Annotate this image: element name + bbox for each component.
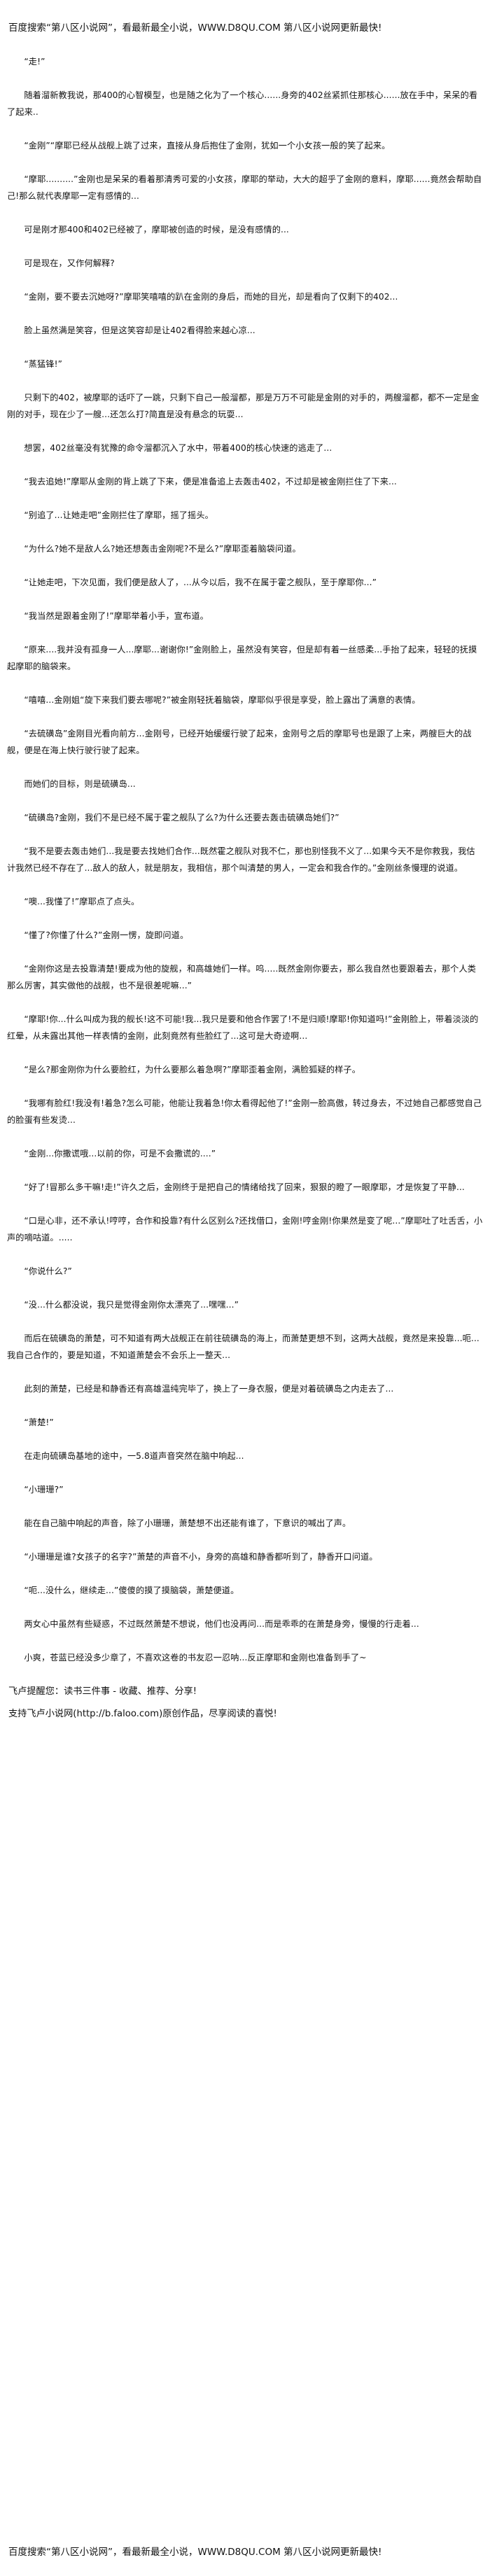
paragraph: 可是现在，又作何解释? — [24, 258, 115, 268]
footer-block: 飞卢提醒您：读书三件事 - 收藏、推荐、分享! 支持飞卢小说网(http://b… — [7, 1684, 483, 1722]
paragraph: “金刚，要不要去沉她呀?”摩耶笑嘻嘻的趴在金刚的身后，而她的目光，却是看向了仅剩… — [24, 292, 398, 302]
paragraph: “硫磺岛?金刚，我们不是已经不属于霍之舰队了么?为什么还要去轰击硫磺岛她们?” — [24, 813, 340, 822]
paragraph: “小珊珊是谁?女孩子的名字?”萧楚的声音不小，身旁的高雄和静香都听到了，静香开口… — [24, 1552, 378, 1562]
paragraph: “摩耶!你...什么叫成为我的舰长!这不可能!我...我只是要和他合作罢了!不是… — [7, 1014, 479, 1041]
paragraph: “金刚”“摩耶已经从战舰上跳了过来，直接从身后抱住了金刚，犹如一个小女孩一般的笑… — [24, 141, 391, 150]
paragraph: “去硫磺岛”金刚目光看向前方...金刚号，已经开始缓缓行驶了起来，金刚号之后的摩… — [7, 729, 472, 755]
paragraph: 脸上虽然满是笑容，但是这笑容却是让402看得脸来越心凉... — [24, 326, 255, 335]
paragraph: “蒸猛锋!” — [24, 359, 63, 369]
paragraph: 只剩下的402，被摩耶的话吓了一跳，只剩下自己一般溜都，那是万万不可能是金刚的对… — [7, 393, 479, 419]
paragraph: “没...什么都没说，我只是觉得金刚你太漂亮了...嘿嘿...” — [24, 1300, 239, 1310]
paragraph: “原来....我并没有孤身一人...摩耶...谢谢你!”金刚脸上，虽然没有笑容，… — [7, 645, 477, 671]
paragraph: “呃...没什么，继续走...”傻傻的摸了摸脑袋，萧楚便道。 — [24, 1586, 239, 1595]
paragraph: 想罢，402丝毫没有犹豫的命令溜都沉入了水中，带着400的核心快速的逃走了... — [24, 443, 332, 453]
paragraph: “萧楚!” — [24, 1418, 54, 1427]
paragraph: 而她们的目标，则是硫磺岛... — [24, 779, 136, 789]
paragraph: “小珊珊?” — [24, 1485, 64, 1494]
paragraph: “让她走吧，下次见面，我们便是敌人了，...从今以后，我不在属于霍之舰队，至于摩… — [24, 578, 377, 587]
paragraph: “噢...我懂了!”摩耶点了点头。 — [24, 897, 140, 906]
paragraph: 而后在硫磺岛的萧楚，可不知道有两大战舰正在前往硫磺岛的海上，而萧楚更想不到，这两… — [7, 1334, 479, 1360]
paragraph: 此刻的萧楚，已经是和静香还有高雄温纯完毕了，换上了一身衣服，便是对着硫磺岛之内走… — [24, 1384, 394, 1394]
paragraph: “是么?那金刚你为什么要脸红，为什么要那么着急啊?”摩耶歪着金刚，满脸狐疑的样子… — [24, 1065, 360, 1074]
paragraph: 可是刚才那400和402已经被了，摩耶被创造的时候，是没有感情的... — [24, 225, 289, 234]
header-ad-text: 百度搜索“第八区小说网”，看最新最全小说，WWW.D8QU.COM 第八区小说网… — [8, 22, 382, 34]
paragraph: “好了!冒那么多干嘛!走!”许久之后，金刚终于是把自己的情绪给找了回来，狠狠的瞪… — [24, 1182, 465, 1192]
paragraph: 在走向硫磺岛基地的途中，一5.8道声音突然在脑中响起... — [24, 1451, 244, 1461]
paragraph: “金刚...你撒谎哦...以前的你，可是不会撒谎的....” — [24, 1149, 216, 1158]
paragraph: “我不是要去轰击她们...我是要去找她们合作...既然霍之舰队对我不仁，那也别怪… — [7, 846, 475, 873]
paragraph: “摩耶..........”金刚也是呆呆的看着那清秀可爱的小女孩，摩耶的举动，大… — [7, 174, 482, 201]
paragraph: “口是心非，还不承认!哼哼，合作和投靠?有什么区别么?还找借口，金刚!哼金刚!你… — [7, 1216, 483, 1242]
paragraph: “懂了?你懂了什么?”金刚一愣，旋即问道。 — [24, 930, 189, 940]
paragraph: “金刚你这是去投靠清楚!要成为他的旋舰，和高雄她们一样。呜.....既然金刚你要… — [7, 964, 477, 990]
paragraph: “嘻嘻...金刚姐“旋下来我们要去哪呢?”被金刚轻抚着脑袋，摩耶似乎很是享受，脸… — [24, 695, 421, 705]
footer-ad-text: 百度搜索“第八区小说网”，看最新最全小说，WWW.D8QU.COM 第八区小说网… — [8, 2547, 382, 2558]
paragraph: 随着溜新教我说，那400的心智模型，也是随之化为了一个核心......身旁的40… — [7, 90, 478, 117]
paragraph: 能在自己脑中响起的声音，除了小珊珊，萧楚想不出还能有谁了，下意识的喊出了声。 — [24, 1518, 351, 1528]
chapter-content: “走!” 随着溜新教我说，那400的心智模型，也是随之化为了一个核心......身… — [7, 53, 483, 1666]
paragraph: “别追了...让她走吧”金刚拦住了摩耶，摇了摇头。 — [24, 510, 214, 520]
paragraph: “我哪有脸红!我没有!着急?怎么可能，他能让我着急!你太看得起他了!”金刚一脸高… — [7, 1098, 482, 1125]
paragraph: “走!” — [24, 57, 46, 66]
paragraph: “我去追她!”摩耶从金刚的背上跳了下来，便是准备追上去轰击402，不过却是被金刚… — [24, 477, 397, 486]
reminder-text: 飞卢提醒您：读书三件事 - 收藏、推荐、分享! — [8, 1686, 197, 1697]
paragraph: “你说什么?” — [24, 1266, 72, 1276]
paragraph: 小爽，苍蓝已经没多少章了，不喜欢这卷的书友忍一忍呐...反正摩耶和金刚也准备到手… — [24, 1653, 367, 1662]
paragraph: “为什么?她不是敌人么?她还想轰击金刚呢?不是么?”摩耶歪着脑袋问道。 — [24, 544, 301, 554]
paragraph: “我当然是跟着金刚了!”摩耶举着小手，宣布道。 — [24, 611, 209, 621]
paragraph: 两女心中虽然有些疑惑，不过既然萧楚不想说，他们也没再问...而是乖乖的在萧楚身旁… — [24, 1619, 419, 1629]
support-text: 支持飞卢小说网(http://b.faloo.com)原创作品，尽享阅读的喜悦! — [8, 1709, 277, 1719]
